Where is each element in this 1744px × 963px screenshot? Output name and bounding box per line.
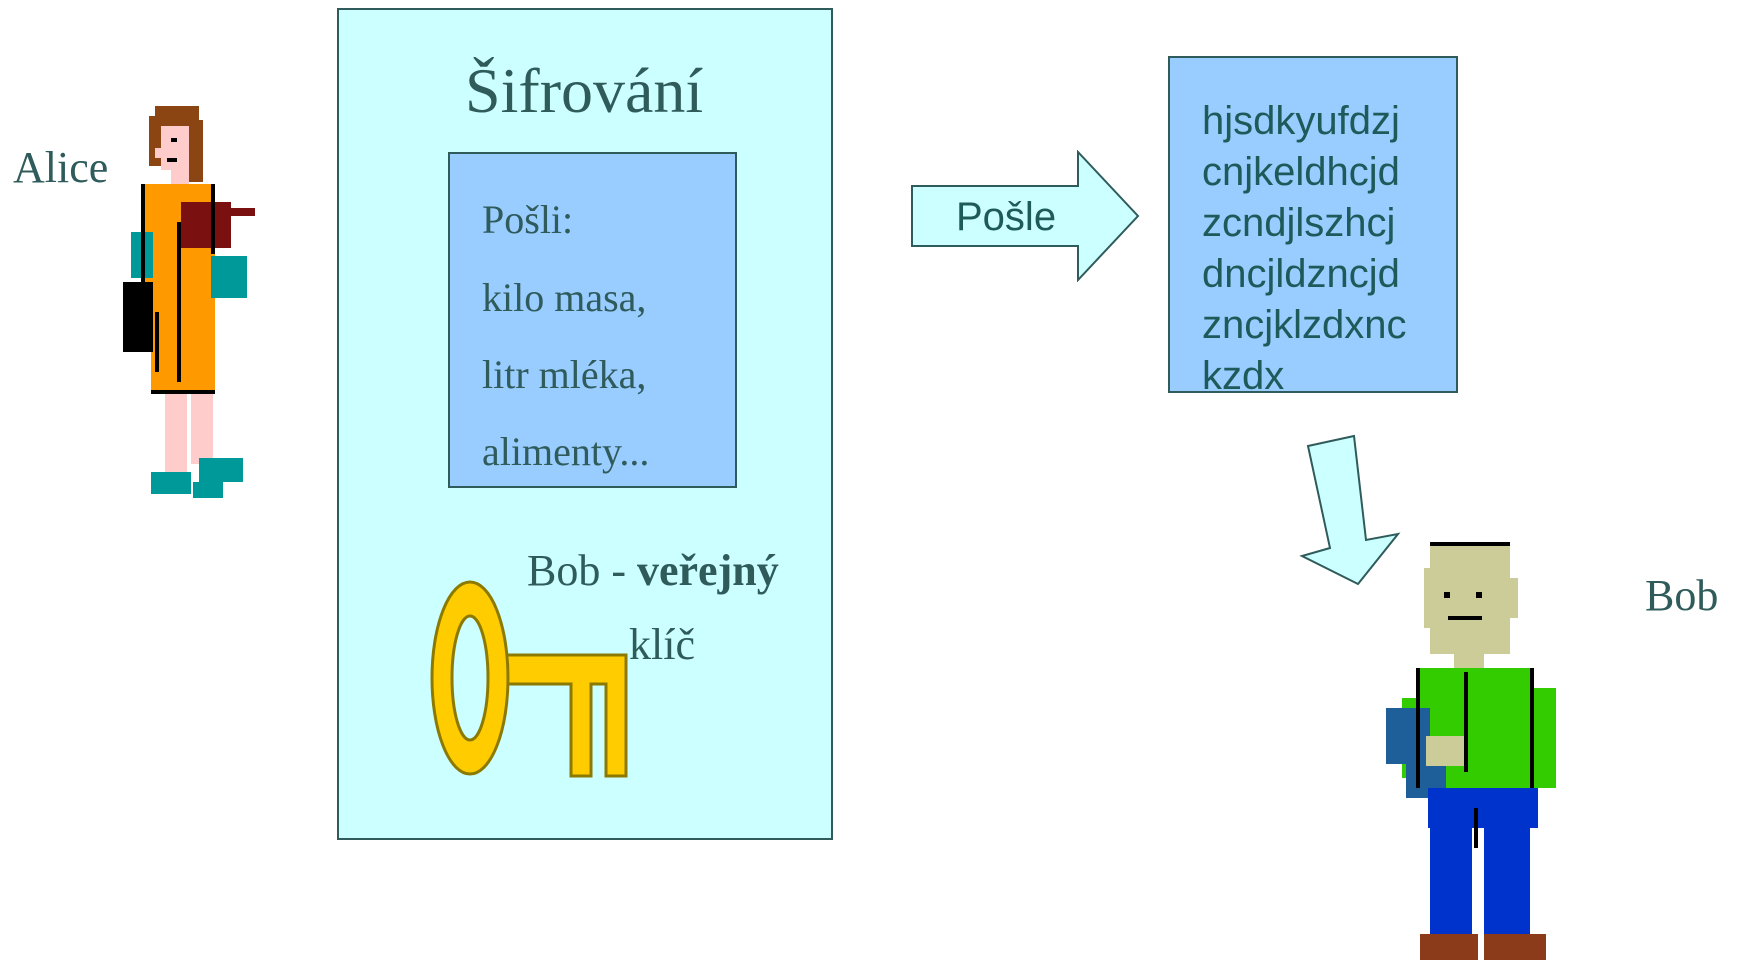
key-label-bold: veřejný <box>637 546 779 595</box>
public-key-label: Bob - veřejný klíč <box>527 534 817 682</box>
bob-figure <box>1386 542 1556 960</box>
message-line: litr mléka, <box>482 352 647 397</box>
message-line: kilo masa, <box>482 275 647 320</box>
down-arrow-icon <box>1299 434 1401 586</box>
key-icon <box>430 580 628 778</box>
ciphertext-box <box>1168 56 1458 393</box>
key-label-suffix: klíč <box>629 620 695 669</box>
plaintext-message-box <box>448 152 737 488</box>
alice-label: Alice <box>13 143 109 192</box>
message-line: alimenty... <box>482 429 650 474</box>
ciphertext-text: hjsdkyufdzj cnjkeldhcjd zcndjlszhcj dncj… <box>1202 99 1407 398</box>
message-line: Pošli: <box>482 197 574 242</box>
send-arrow-icon <box>911 150 1140 282</box>
send-arrow-label: Pošle <box>956 195 1057 239</box>
panel-title: Šifrování <box>465 55 704 126</box>
key-label-prefix: Bob - <box>527 546 637 595</box>
bob-label: Bob <box>1645 571 1719 620</box>
alice-figure <box>123 106 255 498</box>
